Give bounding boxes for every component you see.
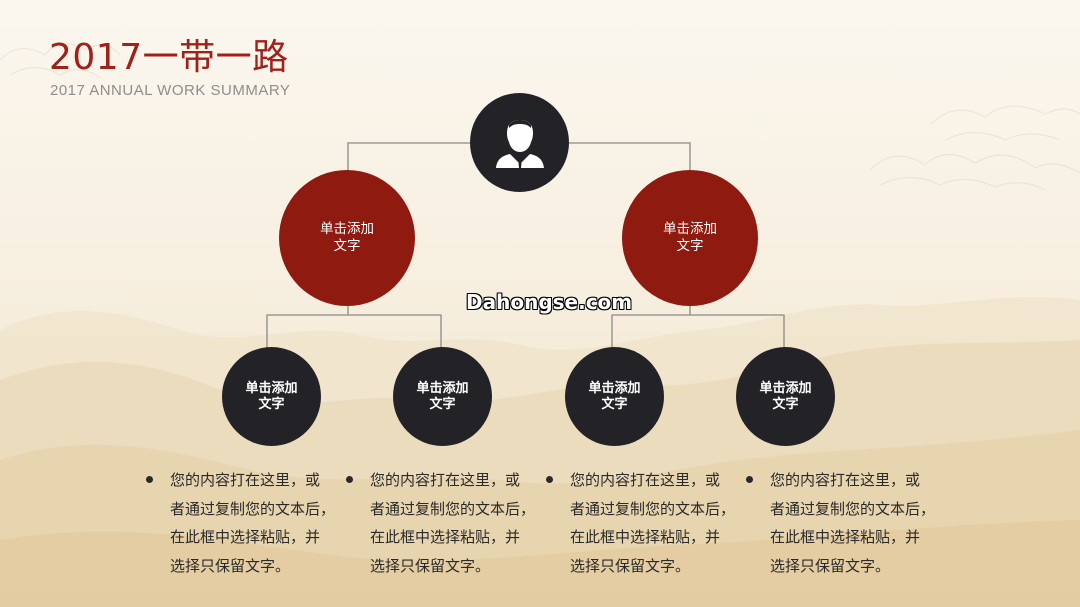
node-label-line1: 单击添加 xyxy=(245,380,298,396)
description-line: 在此框中选择粘贴，并 xyxy=(770,528,921,546)
node-label-line1: 单击添加 xyxy=(759,380,812,396)
watermark: Dahongse.com xyxy=(466,290,633,314)
description-block-1[interactable]: 您的内容打在这里，或 者通过复制您的文本后， 在此框中选择粘贴，并 选择只保留文… xyxy=(146,466,350,580)
description-line: 在此框中选择粘贴，并 xyxy=(570,528,721,546)
description-block-2[interactable]: 您的内容打在这里，或 者通过复制您的文本后， 在此框中选择粘贴，并 选择只保留文… xyxy=(346,466,550,580)
bullet-icon xyxy=(546,476,553,483)
description-line: 在此框中选择粘贴，并 xyxy=(170,528,321,546)
description-block-3[interactable]: 您的内容打在这里，或 者通过复制您的文本后， 在此框中选择粘贴，并 选择只保留文… xyxy=(546,466,750,580)
org-level2-node-2[interactable]: 单击添加 文字 xyxy=(393,347,492,446)
org-level2-node-1[interactable]: 单击添加 文字 xyxy=(222,347,321,446)
description-block-4[interactable]: 您的内容打在这里，或 者通过复制您的文本后， 在此框中选择粘贴，并 选择只保留文… xyxy=(746,466,950,580)
slide-title: 2017一带一路 xyxy=(49,37,289,78)
node-label-line2: 文字 xyxy=(429,396,456,412)
description-line: 您的内容打在这里，或 xyxy=(570,471,721,489)
node-label-line1: 单击添加 xyxy=(416,380,469,396)
bullet-icon xyxy=(746,476,753,483)
description-line: 您的内容打在这里，或 xyxy=(170,471,321,489)
description-line: 在此框中选择粘贴，并 xyxy=(370,528,521,546)
org-level1-node-left[interactable]: 单击添加 文字 xyxy=(279,170,415,306)
description-line: 者通过复制您的文本后， xyxy=(370,499,536,518)
description-line: 选择只保留文字。 xyxy=(370,556,491,575)
org-level2-node-3[interactable]: 单击添加 文字 xyxy=(565,347,664,446)
node-label-line2: 文字 xyxy=(601,396,628,412)
org-level2-node-4[interactable]: 单击添加 文字 xyxy=(736,347,835,446)
person-icon xyxy=(495,119,544,169)
description-line: 您的内容打在这里，或 xyxy=(370,471,521,489)
description-line: 者通过复制您的文本后， xyxy=(170,499,336,518)
bullet-icon xyxy=(346,476,353,483)
node-label-line1: 单击添加 xyxy=(588,380,641,396)
description-line: 您的内容打在这里，或 xyxy=(770,471,921,489)
description-line: 选择只保留文字。 xyxy=(570,556,691,575)
org-level1-node-right[interactable]: 单击添加 文字 xyxy=(622,170,758,306)
node-label-line2: 文字 xyxy=(258,396,285,412)
connector-right-children xyxy=(611,296,785,360)
description-line: 选择只保留文字。 xyxy=(170,556,291,575)
description-line: 者通过复制您的文本后， xyxy=(770,499,936,518)
cloud-pattern xyxy=(0,43,1080,191)
description-line: 选择只保留文字。 xyxy=(770,556,891,575)
description-line: 者通过复制您的文本后， xyxy=(570,499,736,518)
node-label-line1: 单击添加 xyxy=(663,221,717,237)
org-root-node[interactable] xyxy=(470,93,569,192)
node-label-line2: 文字 xyxy=(333,238,361,254)
node-label-line2: 文字 xyxy=(772,396,799,412)
bullet-icon xyxy=(146,476,153,483)
slide-subtitle: 2017 ANNUAL WORK SUMMARY xyxy=(50,82,291,99)
node-label-line1: 单击添加 xyxy=(320,221,374,237)
node-label-line2: 文字 xyxy=(676,238,704,254)
